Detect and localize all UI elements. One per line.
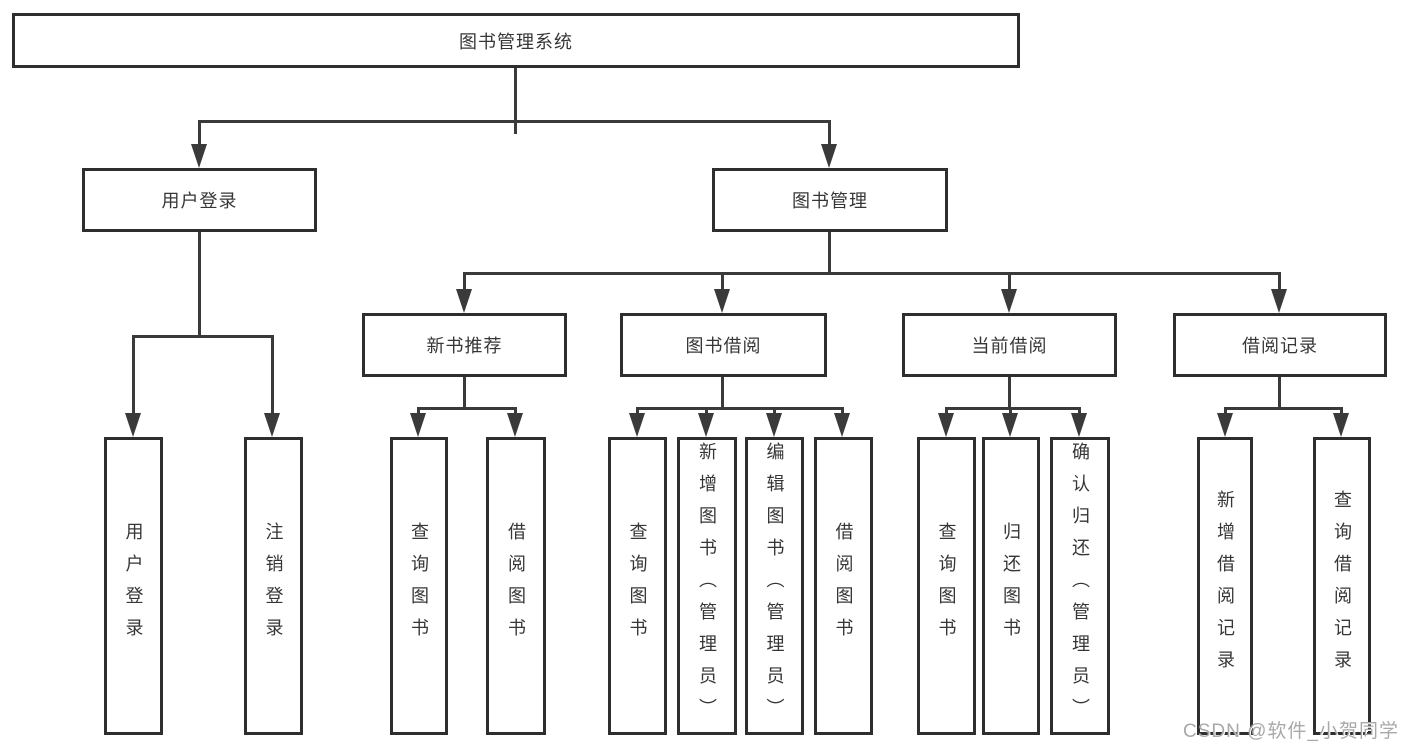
leaf-borrowing-query-book-label: 查询图书 <box>627 522 648 650</box>
node-book-borrowing: 图书借阅 <box>620 313 827 377</box>
leaf-current-confirm-return-label: 确认归还（管理员） <box>1070 442 1090 730</box>
leaf-records-query-record-label: 查询借阅记录 <box>1332 490 1352 682</box>
connector-drop <box>945 407 948 417</box>
arrow-down-icon <box>264 413 280 437</box>
connector-drop-leaf-login <box>132 335 135 415</box>
connector-drop <box>841 407 844 417</box>
leaf-user-login: 用户登录 <box>104 437 163 735</box>
leaf-borrowing-add-book-label: 新增图书（管理员） <box>697 442 717 730</box>
leaf-borrowing-edit-book: 编辑图书（管理员） <box>745 437 804 735</box>
leaf-recommend-query-book-label: 查询图书 <box>409 522 429 650</box>
node-book-system: 图书管理系统 <box>12 13 1020 68</box>
leaf-logout-label: 注销登录 <box>263 522 284 650</box>
watermark: CSDN @软件_小贺同学 <box>1183 721 1399 742</box>
leaf-logout: 注销登录 <box>244 437 303 735</box>
arrow-down-icon <box>191 144 207 168</box>
arrow-down-icon <box>629 413 645 437</box>
arrow-down-icon <box>1271 289 1287 313</box>
connector-recommend-vertical <box>463 377 466 409</box>
connector-recommend-horizontal <box>417 407 517 410</box>
node-new-book-recommend: 新书推荐 <box>362 313 567 377</box>
connector-drop <box>773 407 776 417</box>
connector-drop-current-borrowing <box>1008 274 1011 292</box>
leaf-borrowing-edit-book-label: 编辑图书（管理员） <box>764 442 785 730</box>
leaf-borrowing-add-book: 新增图书（管理员） <box>677 437 737 735</box>
leaf-borrowing-query-book: 查询图书 <box>608 437 667 735</box>
leaf-current-query-book-label: 查询图书 <box>936 522 957 650</box>
connector-drop-book-borrowing <box>721 274 724 292</box>
node-current-borrowing: 当前借阅 <box>902 313 1117 377</box>
node-book-management-label: 图书管理 <box>792 191 868 211</box>
connector-root-vertical <box>514 68 517 134</box>
connector-drop <box>514 407 517 417</box>
connector-drop-user-login <box>198 120 201 148</box>
arrow-down-icon <box>410 413 426 437</box>
connector-drop <box>1224 407 1227 417</box>
arrow-down-icon <box>821 144 837 168</box>
arrow-down-icon <box>698 413 714 437</box>
leaf-recommend-borrow-book: 借阅图书 <box>486 437 546 735</box>
arrow-down-icon <box>1217 413 1233 437</box>
node-user-login: 用户登录 <box>82 168 317 232</box>
connector-userlogin-vertical <box>198 232 201 337</box>
connector-drop-leaf-logout <box>271 335 274 415</box>
leaf-current-return-book: 归还图书 <box>982 437 1040 735</box>
leaf-user-login-label: 用户登录 <box>123 522 144 650</box>
leaf-recommend-borrow-book-label: 借阅图书 <box>506 522 526 650</box>
arrow-down-icon <box>1333 413 1349 437</box>
connector-current-vertical <box>1008 377 1011 409</box>
arrow-down-icon <box>766 413 782 437</box>
leaf-borrowing-borrow-book: 借阅图书 <box>814 437 873 735</box>
connector-borrowing-vertical <box>721 377 724 409</box>
connector-drop-borrow-records <box>1278 274 1281 292</box>
connector-drop <box>417 407 420 417</box>
arrow-down-icon <box>1071 413 1087 437</box>
node-user-login-label: 用户登录 <box>161 191 238 211</box>
connector-userlogin-horizontal <box>132 335 274 338</box>
arrow-down-icon <box>507 413 523 437</box>
connector-records-horizontal <box>1224 407 1343 410</box>
node-borrow-records-label: 借阅记录 <box>1242 336 1318 356</box>
arrow-down-icon <box>1002 413 1018 437</box>
connector-current-horizontal <box>945 407 1081 410</box>
arrow-down-icon <box>456 289 472 313</box>
leaf-borrowing-borrow-book-label: 借阅图书 <box>833 522 854 650</box>
arrow-down-icon <box>834 413 850 437</box>
node-book-system-label: 图书管理系统 <box>459 31 573 52</box>
connector-drop <box>705 407 708 417</box>
connector-drop <box>1078 407 1081 417</box>
connector-drop <box>1340 407 1343 417</box>
leaf-current-confirm-return: 确认归还（管理员） <box>1050 437 1110 735</box>
connector-drop-book-management <box>828 120 831 148</box>
leaf-records-add-record: 新增借阅记录 <box>1197 437 1253 735</box>
arrow-down-icon <box>1001 289 1017 313</box>
node-new-book-recommend-label: 新书推荐 <box>426 336 503 356</box>
connector-bookmgmt-vertical <box>828 232 831 274</box>
arrow-down-icon <box>938 413 954 437</box>
connector-drop <box>1009 407 1012 417</box>
leaf-recommend-query-book: 查询图书 <box>390 437 448 735</box>
connector-records-vertical <box>1278 377 1281 409</box>
connector-drop <box>636 407 639 417</box>
leaf-current-query-book: 查询图书 <box>917 437 976 735</box>
leaf-records-add-record-label: 新增借阅记录 <box>1215 490 1235 682</box>
connector-bookmgmt-horizontal <box>463 272 1281 275</box>
leaf-records-query-record: 查询借阅记录 <box>1313 437 1371 735</box>
arrow-down-icon <box>714 289 730 313</box>
node-book-management: 图书管理 <box>712 168 948 232</box>
connector-root-horizontal <box>198 120 831 123</box>
arrow-down-icon <box>125 413 141 437</box>
node-book-borrowing-label: 图书借阅 <box>685 336 762 356</box>
node-current-borrowing-label: 当前借阅 <box>971 336 1048 356</box>
node-borrow-records: 借阅记录 <box>1173 313 1387 377</box>
connector-borrowing-horizontal <box>636 407 844 410</box>
connector-drop-new-book-recommend <box>463 274 466 292</box>
leaf-current-return-book-label: 归还图书 <box>1001 522 1021 650</box>
